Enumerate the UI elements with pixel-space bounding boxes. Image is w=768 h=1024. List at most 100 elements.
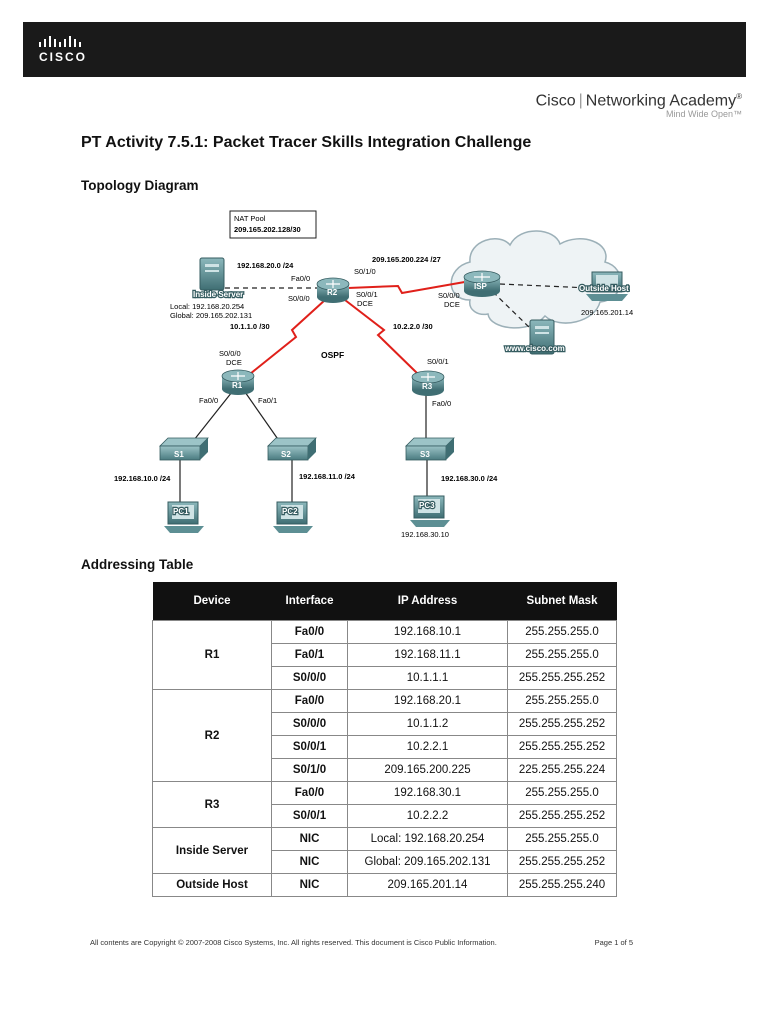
isp-name: ISP: [474, 282, 488, 291]
r2-s010: S0/1/0: [354, 267, 376, 276]
r2-fa00: Fa0/0: [291, 274, 310, 283]
inside-server-name: Inside Server: [193, 290, 243, 299]
r1-fa01: Fa0/1: [258, 396, 277, 405]
inside-server-local: Local: 192.168.20.254: [170, 302, 244, 311]
nat-pool-label: NAT Pool: [234, 214, 266, 223]
page-title: PT Activity 7.5.1: Packet Tracer Skills …: [81, 134, 532, 151]
table-header-row: Device Interface IP Address Subnet Mask: [152, 582, 617, 621]
link-r1-s1: [189, 391, 233, 446]
r3-name: R3: [422, 382, 433, 391]
cell-device: R2: [152, 689, 272, 782]
cell-interface: NIC: [271, 873, 348, 897]
cell-ip-address: 209.165.200.225: [347, 758, 508, 782]
cisco-logo: CISCO: [37, 35, 97, 65]
r1-dce: DCE: [226, 358, 242, 367]
link-isp-web: [492, 291, 533, 331]
inside-server-icon: [199, 257, 225, 291]
isp-net: 209.165.200.224 /27: [372, 255, 441, 264]
net-s1: 192.168.10.0 /24: [114, 474, 171, 483]
web-server-icon: [529, 319, 555, 355]
outside-host-ip: 209.165.201.14: [581, 308, 633, 317]
router-isp-icon: [463, 270, 501, 297]
cell-ip-address: 10.2.2.2: [347, 804, 508, 828]
cell-interface: Fa0/0: [271, 620, 348, 644]
page-number: Page 1 of 5: [594, 938, 633, 947]
isp-dce: DCE: [444, 300, 460, 309]
pc1-name: PC1: [173, 507, 189, 516]
cell-interface: Fa0/0: [271, 781, 348, 805]
cell-interface: Fa0/1: [271, 643, 348, 667]
link-r2-r3: [344, 299, 419, 375]
isp-s000: S0/0/0: [438, 291, 460, 300]
links: [179, 279, 591, 505]
column-header-interface: Interface: [271, 582, 348, 621]
cell-subnet-mask: 255.255.255.0: [507, 620, 617, 644]
r3-s001: S0/0/1: [427, 357, 449, 366]
academy-tagline: Mind Wide Open™: [665, 109, 742, 120]
ospf-label: OSPF: [321, 350, 344, 360]
cell-ip-address: 10.1.1.2: [347, 712, 508, 736]
topology-heading: Topology Diagram: [81, 178, 199, 193]
pc2-name: PC2: [282, 507, 298, 516]
link-r2-isp: [347, 279, 477, 295]
footer: All contents are Copyright © 2007-2008 C…: [90, 938, 650, 947]
cell-ip-address: Global: 209.165.202.131: [347, 850, 508, 874]
column-header-ip: IP Address: [347, 582, 508, 621]
link-r1-s2: [244, 391, 283, 446]
outside-host-icon: [586, 271, 628, 301]
cell-ip-address: 209.165.201.14: [347, 873, 508, 897]
cell-ip-address: 192.168.20.1: [347, 689, 508, 713]
r2-s000: S0/0/0: [288, 294, 310, 303]
cell-subnet-mask: 255.255.255.0: [507, 781, 617, 805]
cell-device: Inside Server: [152, 827, 272, 874]
r1-s000: S0/0/0: [219, 349, 241, 358]
cell-ip-address: 192.168.11.1: [347, 643, 508, 667]
pc3-icon: [410, 495, 450, 527]
academy-mark: ®: [736, 92, 742, 101]
cell-interface: S0/0/0: [271, 712, 348, 736]
cell-ip-address: 10.1.1.1: [347, 666, 508, 690]
cell-subnet-mask: 255.255.255.252: [507, 850, 617, 874]
web-server-name: www.cisco.com: [504, 344, 565, 353]
cell-interface: S0/0/1: [271, 804, 348, 828]
topology-diagram: NAT Pool 209.165.202.128/30 Inside Serve…: [114, 210, 633, 539]
cell-ip-address: Local: 192.168.20.254: [347, 827, 508, 851]
cell-subnet-mask: 225.255.255.224: [507, 758, 617, 782]
s1-name: S1: [174, 450, 184, 459]
cell-subnet-mask: 255.255.255.240: [507, 873, 617, 897]
cell-interface: Fa0/0: [271, 689, 348, 713]
r2-name: R2: [327, 288, 338, 297]
cell-interface: S0/0/0: [271, 666, 348, 690]
pc3-ip: 192.168.30.10: [401, 530, 449, 539]
switch-s2-icon: [267, 437, 317, 461]
router-r2-icon: [316, 277, 350, 303]
pc2-icon: [273, 501, 313, 533]
nat-pool-value: 209.165.202.128/30: [234, 225, 301, 234]
cisco-bars-icon: [39, 36, 81, 47]
cell-device: Outside Host: [152, 873, 272, 897]
r2-s001-dce: DCE: [357, 299, 373, 308]
nat-pool-box: [229, 210, 317, 239]
net-s3: 192.168.30.0 /24: [441, 474, 498, 483]
cell-subnet-mask: 255.255.255.252: [507, 666, 617, 690]
s2-name: S2: [281, 450, 291, 459]
r1-fa00: Fa0/0: [199, 396, 218, 405]
link-r2-r3-net: 10.2.2.0 /30: [393, 322, 433, 331]
cisco-wordmark: CISCO: [39, 50, 88, 64]
cell-subnet-mask: 255.255.255.252: [507, 735, 617, 759]
column-header-device: Device: [152, 582, 272, 621]
outside-host-name: Outside Host: [579, 284, 629, 293]
inside-server-net: 192.168.20.0 /24: [237, 261, 294, 270]
header-bar: CISCO: [23, 22, 746, 77]
cell-interface: S0/0/1: [271, 735, 348, 759]
cell-interface: NIC: [271, 850, 348, 874]
